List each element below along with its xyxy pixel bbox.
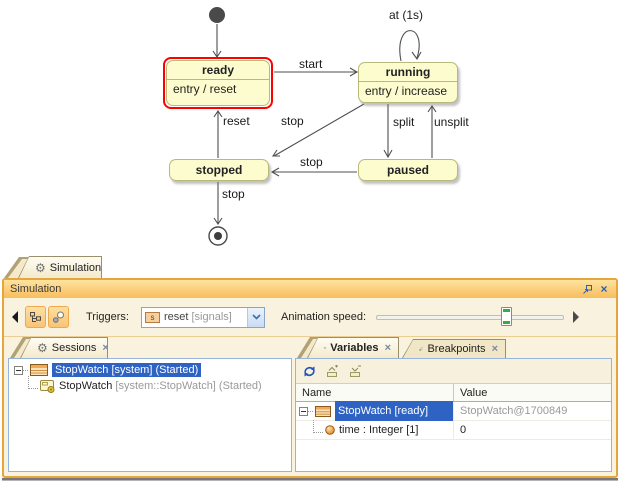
animation-speed-label: Animation speed:	[281, 311, 366, 323]
animation-speed-slider[interactable]	[376, 306, 564, 328]
tab-label: Breakpoints	[427, 343, 486, 355]
state-name: running	[385, 65, 431, 79]
variable-value[interactable]: 0	[460, 424, 467, 436]
breakpoints-icon	[53, 311, 64, 323]
tree-icon	[324, 347, 327, 349]
close-tab-icon[interactable]: ×	[102, 342, 109, 354]
breakpoints-icon	[419, 346, 424, 351]
edge-at-1s[interactable]	[399, 30, 420, 62]
variable-name[interactable]: time : Integer [1]	[339, 424, 419, 436]
label-stop-running-stopped[interactable]: stop	[281, 114, 304, 128]
state-entry-activity: entry / increase	[365, 84, 448, 98]
trigger-select[interactable]: s reset [signals]	[141, 306, 265, 328]
tab-sessions[interactable]: ⚙ Sessions ×	[20, 337, 108, 358]
close-tab-icon[interactable]: ×	[384, 342, 391, 354]
stopwatch-object-icon	[315, 405, 331, 417]
variables-table-header: Name Value	[296, 384, 611, 402]
tab-label: Variables	[330, 342, 379, 354]
edge-stop-running-stopped[interactable]	[273, 103, 365, 157]
state-paused[interactable]: paused	[358, 159, 458, 181]
sessions-tabstrip: ⚙ Sessions ×	[10, 337, 108, 358]
label-at-1s[interactable]: at (1s)	[389, 8, 424, 22]
slider-track[interactable]	[376, 315, 564, 320]
label-reset[interactable]: reset	[223, 114, 250, 128]
triggers-label: Triggers:	[86, 311, 129, 323]
session-child-detail: [system::StopWatch] (Started)	[115, 380, 262, 392]
state-ready-selection[interactable]: ready entry / reset	[163, 57, 273, 109]
label-start[interactable]: start	[299, 57, 323, 71]
expand-all-icon[interactable]	[325, 364, 339, 378]
table-row[interactable]: StopWatch [ready] StopWatch@1700849	[296, 401, 611, 421]
session-tree-root-row[interactable]: StopWatch [system] (Started)	[9, 362, 291, 378]
slider-thumb[interactable]	[501, 307, 512, 326]
session-icon	[30, 364, 48, 376]
close-tab-icon[interactable]: ×	[491, 343, 498, 355]
tree-icon	[30, 311, 41, 322]
trigger-kind: [signals]	[191, 311, 232, 323]
close-window-icon[interactable]: ×	[600, 282, 608, 296]
variables-panel: Name Value	[295, 358, 612, 472]
state-name: paused	[386, 163, 429, 177]
tab-breakpoints[interactable]: Breakpoints ×	[402, 339, 506, 358]
state-machine-diagram: ready entry / reset running entry / incr…	[163, 7, 469, 246]
gear-icon: ⚙	[37, 341, 48, 355]
label-stop-final[interactable]: stop	[222, 187, 245, 201]
window-title: Simulation	[10, 283, 62, 295]
state-running[interactable]: running entry / increase	[358, 62, 458, 103]
state-stopped[interactable]: stopped	[169, 159, 269, 181]
table-row[interactable]: time : Integer [1] 0	[296, 420, 611, 440]
sub-panels: ⚙ Sessions ×	[4, 337, 616, 477]
tab-label: Simulation	[49, 261, 102, 274]
collapse-all-icon[interactable]	[348, 365, 362, 378]
trigger-value: reset	[164, 311, 189, 323]
breakpoints-view-toggle-button[interactable]	[48, 306, 69, 328]
variables-tabstrip: Variables × Breakpoints ×	[297, 337, 506, 358]
state-name: stopped	[195, 163, 243, 177]
dock-tabstrip: ⚙ Simulation	[2, 256, 618, 278]
initial-node[interactable]	[209, 7, 225, 23]
label-unsplit[interactable]: unsplit	[434, 115, 469, 129]
state-name: ready	[201, 63, 235, 77]
chevron-down-icon[interactable]	[247, 307, 264, 327]
column-header-value[interactable]: Value	[460, 386, 488, 399]
state-ready[interactable]: ready entry / reset	[166, 60, 270, 106]
refresh-icon[interactable]	[303, 365, 316, 378]
simulation-toolbar: Triggers: s reset [signals] Animation sp…	[4, 298, 616, 337]
tab-simulation[interactable]: ⚙ Simulation	[18, 256, 102, 278]
column-header-name[interactable]: Name	[296, 384, 454, 401]
simulation-titlebar[interactable]: Simulation ×	[4, 280, 616, 298]
variables-toolbar	[296, 359, 611, 384]
label-split[interactable]: split	[393, 115, 415, 129]
simulation-window: Simulation ×	[2, 278, 618, 478]
session-child-name[interactable]: StopWatch	[59, 380, 113, 392]
session-root-label[interactable]: StopWatch [system] (Started)	[52, 363, 202, 377]
tab-label: Sessions	[51, 342, 97, 354]
signal-icon: s	[145, 311, 160, 323]
variable-name[interactable]: StopWatch [ready]	[335, 401, 453, 421]
restore-window-icon[interactable]	[581, 284, 593, 295]
tab-variables[interactable]: Variables ×	[307, 337, 399, 358]
attribute-icon	[325, 425, 335, 435]
gear-icon: ⚙	[35, 260, 46, 275]
behavior-diagram-icon	[40, 379, 55, 393]
sessions-view-toggle-button[interactable]	[25, 306, 46, 328]
label-stop-paused-stopped[interactable]: stop	[300, 155, 323, 169]
transition-edges	[208, 7, 437, 246]
variable-value[interactable]: StopWatch@1700849	[460, 405, 568, 417]
collapse-icon[interactable]	[14, 365, 23, 375]
state-entry-activity: entry / reset	[173, 82, 237, 96]
session-tree-child-row[interactable]: StopWatch [system::StopWatch] (Started)	[9, 376, 291, 394]
toolbar-handle-icon[interactable]	[12, 311, 18, 323]
sessions-panel: StopWatch [system] (Started) StopWatch […	[8, 358, 292, 472]
collapse-icon[interactable]	[299, 406, 308, 416]
toolbar-overflow-icon[interactable]	[573, 311, 579, 323]
